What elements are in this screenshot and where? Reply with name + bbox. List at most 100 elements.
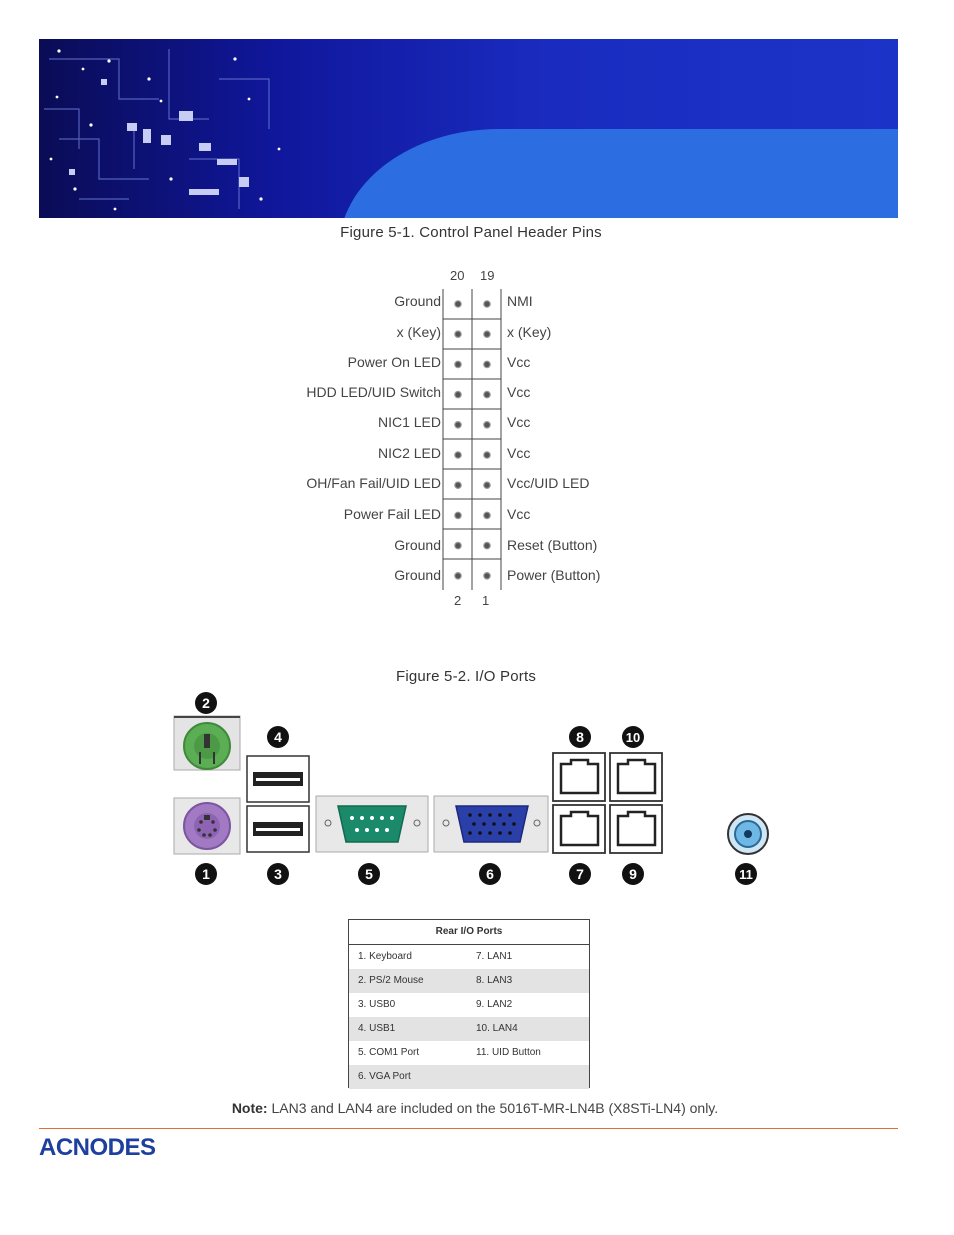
pin-odd — [483, 511, 491, 520]
lan-note: Note: LAN3 and LAN4 are included on the … — [0, 1100, 952, 1116]
pin-label-right: x (Key) — [507, 324, 552, 340]
callout-badge: 2 — [195, 692, 217, 714]
pin-label-left: HDD LED/UID Switch — [306, 384, 441, 400]
svg-text:7: 7 — [576, 866, 584, 882]
pin-number-top-left: 20 — [450, 268, 465, 283]
footer-rule — [39, 1128, 898, 1129]
pin-label-left: Ground — [394, 567, 441, 583]
table-header: Rear I/O Ports — [349, 920, 589, 945]
pin-even — [454, 390, 462, 399]
table-cell: 6. VGA Port — [358, 1071, 411, 1082]
uid-button-graphic — [727, 813, 769, 855]
table-row: 6. VGA Port — [349, 1065, 589, 1089]
table-cell: 5. COM1 Port — [358, 1047, 420, 1058]
pin-label-right: Vcc — [507, 354, 531, 370]
pin-label-right: Vcc/UID LED — [507, 475, 590, 491]
pin-label-right: Power (Button) — [507, 567, 601, 583]
svg-text:10: 10 — [626, 730, 640, 745]
pin-label-left: NIC2 LED — [377, 445, 441, 461]
table-cell — [476, 1065, 589, 1089]
pin-odd — [483, 330, 491, 339]
figure-2-title: Figure 5-2. I/O Ports — [395, 668, 537, 685]
vga-port-graphic — [433, 795, 549, 853]
note-label: Note: — [231, 1100, 268, 1116]
pin-even — [454, 360, 462, 369]
pin-label-right: Vcc — [507, 506, 531, 522]
table-cell: 8. LAN3 — [476, 975, 513, 986]
pin-odd — [483, 481, 491, 490]
pin-odd — [483, 390, 491, 399]
pin-label-left: NIC1 LED — [377, 414, 441, 430]
pin-label-left: OH/Fan Fail/UID LED — [306, 475, 441, 491]
table-row: 5. COM1 Port 11. UID Button — [349, 1041, 589, 1065]
header-banner — [39, 39, 898, 218]
com-port-graphic — [315, 795, 429, 853]
ps2-mouse-port-graphic — [173, 715, 241, 771]
svg-text:4: 4 — [274, 729, 282, 745]
svg-text:11: 11 — [739, 867, 753, 882]
callout-badge: 6 — [479, 863, 501, 885]
figure-1-title: Figure 5-1. Control Panel Header Pins — [340, 224, 602, 241]
svg-text:2: 2 — [202, 695, 210, 711]
pin-label-right: Vcc — [507, 384, 531, 400]
svg-text:1: 1 — [202, 866, 210, 882]
table-row: 4. USB1 10. LAN4 — [349, 1017, 589, 1041]
pin-label-left: Ground — [394, 537, 441, 553]
table-cell: 3. USB0 — [358, 999, 396, 1010]
header-pin-grid — [442, 289, 502, 590]
acnodes-logo: ACNODES — [39, 1134, 157, 1161]
circuit-board-graphic — [44, 49, 281, 211]
callout-badge: 5 — [358, 863, 380, 885]
pin-label-left: Ground — [394, 293, 441, 309]
pin-odd — [483, 420, 491, 429]
table-cell: 4. USB1 — [358, 1023, 396, 1034]
callout-badge: 11 — [735, 863, 757, 885]
pin-even — [454, 571, 462, 580]
pin-label-right: NMI — [507, 293, 533, 309]
pin-odd — [483, 360, 491, 369]
table-row: 3. USB0 9. LAN2 — [349, 993, 589, 1017]
table-cell: 1. Keyboard — [358, 951, 412, 962]
io-ports-diagram: 1 2 3 4 5 6 7 8 9 10 11 — [173, 692, 769, 885]
svg-text:ACNODES: ACNODES — [39, 1134, 156, 1161]
pin-label-left: Power On LED — [347, 354, 441, 370]
pin-number-top-right: 19 — [480, 268, 495, 283]
table-row: 2. PS/2 Mouse 8. LAN3 — [349, 969, 589, 993]
callout-badge: 1 — [195, 863, 217, 885]
usb-ports-graphic — [246, 755, 310, 853]
table-cell: 7. LAN1 — [476, 951, 513, 962]
pin-number-bottom-right: 1 — [482, 593, 490, 608]
pin-label-right: Reset (Button) — [507, 537, 598, 553]
pin-even — [454, 451, 462, 459]
pin-label-right: Vcc — [507, 445, 531, 461]
svg-text:8: 8 — [576, 729, 584, 745]
pin-odd — [483, 451, 491, 459]
note-text: LAN3 and LAN4 are included on the 5016T-… — [267, 1100, 719, 1116]
pin-label-left: x (Key) — [396, 324, 441, 340]
pin-odd — [483, 571, 491, 580]
rear-io-ports-table: Rear I/O Ports 1. Keyboard 7. LAN1 2. PS… — [348, 919, 590, 1089]
control-panel-header-diagram: 20 19 Ground NMI x (Key) x (Key) Power O… — [306, 268, 601, 608]
table-cell: 11. UID Button — [476, 1047, 541, 1058]
ps2-keyboard-port-graphic — [173, 797, 241, 855]
pin-even — [454, 420, 462, 429]
callout-badge: 3 — [267, 863, 289, 885]
pin-even — [454, 300, 462, 308]
callout-badge: 9 — [622, 863, 644, 885]
svg-text:6: 6 — [486, 866, 494, 882]
banner-swoosh — [339, 129, 898, 218]
table-cell: 2. PS/2 Mouse — [358, 975, 424, 986]
pin-odd — [483, 541, 491, 550]
callout-badge: 10 — [622, 726, 644, 748]
callout-badge: 8 — [569, 726, 591, 748]
svg-text:5: 5 — [365, 866, 373, 882]
table-cell: 10. LAN4 — [476, 1023, 518, 1034]
pin-label-right: Vcc — [507, 414, 531, 430]
table-row: 1. Keyboard 7. LAN1 — [349, 945, 589, 969]
pin-even — [454, 481, 462, 490]
pin-even — [454, 511, 462, 520]
pin-even — [454, 541, 462, 550]
pin-number-bottom-left: 2 — [454, 593, 462, 608]
pin-odd — [483, 300, 491, 308]
svg-text:9: 9 — [629, 866, 637, 882]
